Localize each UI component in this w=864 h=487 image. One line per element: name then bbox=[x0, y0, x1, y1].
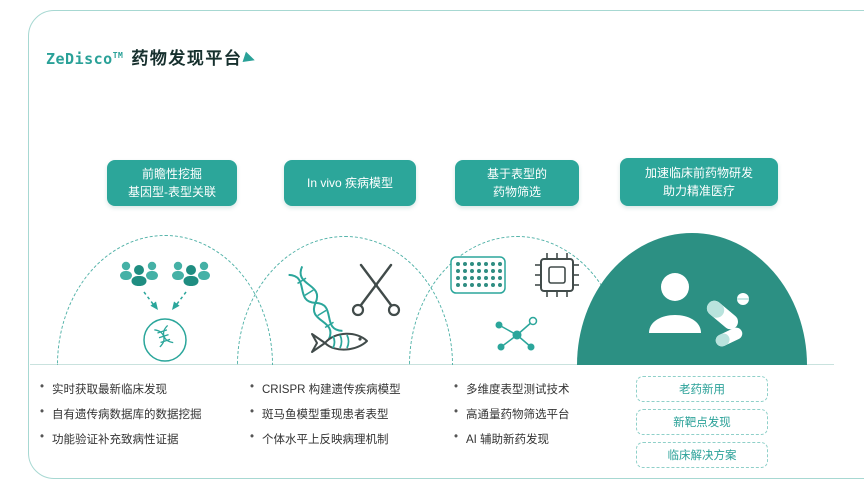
dome3-icons bbox=[450, 253, 579, 351]
dome-phenotype-screening bbox=[409, 236, 625, 365]
dna-helix-icon bbox=[288, 265, 343, 340]
list-item: 自有遗传病数据库的数据挖掘 bbox=[38, 406, 202, 422]
dome2-icons bbox=[288, 263, 401, 353]
people-group-icon bbox=[120, 261, 158, 286]
tag-clinical-solution: 临床解决方案 bbox=[636, 442, 768, 468]
pills-icon bbox=[706, 293, 749, 347]
pill-line: In vivo 疾病模型 bbox=[306, 176, 394, 190]
pill-line: 加速临床前药物研发 bbox=[644, 166, 753, 180]
list-item: 高通量药物筛选平台 bbox=[452, 406, 570, 422]
patient-icon bbox=[649, 273, 701, 333]
column-header-preclinical: 加速临床前药物研发 助力精准医疗 bbox=[620, 158, 778, 206]
zebrafish-icon bbox=[311, 332, 368, 353]
column-header-genotype-phenotype: 前瞻性挖掘 基因型-表型关联 bbox=[107, 160, 237, 206]
bullet-list-genotype: 实时获取最新临床发现 自有遗传病数据库的数据挖掘 功能验证补充致病性证据 bbox=[38, 381, 202, 456]
brand-text: ZeDisco bbox=[46, 50, 113, 68]
pill-line: 基因型-表型关联 bbox=[128, 185, 216, 199]
list-item: 多维度表型测试技术 bbox=[452, 381, 570, 397]
pill-line: 药物筛选 bbox=[492, 185, 541, 199]
scissors-icon bbox=[351, 263, 401, 317]
list-item: 实时获取最新临床发现 bbox=[38, 381, 202, 397]
list-item: 个体水平上反映病理机制 bbox=[248, 431, 401, 447]
slide-title-text: 药物发现平台 bbox=[131, 49, 243, 68]
tag-drug-repurposing: 老药新用 bbox=[636, 376, 768, 402]
dome-precision-medicine bbox=[577, 233, 807, 365]
dome1-icons bbox=[120, 261, 210, 362]
pill-line: 助力精准医疗 bbox=[662, 184, 735, 198]
microplate-icon bbox=[450, 256, 506, 294]
chip-icon bbox=[535, 253, 579, 297]
molecule-network-icon bbox=[495, 316, 538, 351]
arrow-down-icon bbox=[143, 291, 158, 310]
tag-new-target: 新靶点发现 bbox=[636, 409, 768, 435]
outcome-tags: 老药新用 新靶点发现 临床解决方案 bbox=[636, 376, 768, 475]
pill-line: 前瞻性挖掘 bbox=[141, 167, 202, 181]
people-group-icon bbox=[172, 261, 210, 286]
column-header-invivo-model: In vivo 疾病模型 bbox=[284, 160, 416, 206]
trademark-mark: TM bbox=[112, 51, 124, 60]
brand-triangle-icon bbox=[242, 51, 255, 63]
list-item: CRISPR 构建遗传疾病模型 bbox=[248, 381, 401, 397]
page-title: ZeDiscoTM 药物发现平台 bbox=[46, 44, 242, 69]
bullet-list-screening: 多维度表型测试技术 高通量药物筛选平台 AI 辅助新药发现 bbox=[452, 381, 570, 456]
list-item: 功能验证补充致病性证据 bbox=[38, 431, 202, 447]
dome-genotype-phenotype bbox=[57, 235, 273, 365]
column-header-phenotype-screening: 基于表型的 药物筛选 bbox=[455, 160, 579, 206]
brand-name: ZeDiscoTM bbox=[46, 50, 123, 68]
bullet-list-invivo: CRISPR 构建遗传疾病模型 斑马鱼模型重现患者表型 个体水平上反映病理机制 bbox=[248, 381, 401, 456]
dome4-icons bbox=[649, 273, 749, 347]
pill-line: 基于表型的 bbox=[486, 167, 547, 181]
dna-circle-icon bbox=[143, 318, 187, 362]
list-item: AI 辅助新药发现 bbox=[452, 431, 570, 447]
arrow-down-icon bbox=[172, 291, 187, 310]
list-item: 斑马鱼模型重现患者表型 bbox=[248, 406, 401, 422]
